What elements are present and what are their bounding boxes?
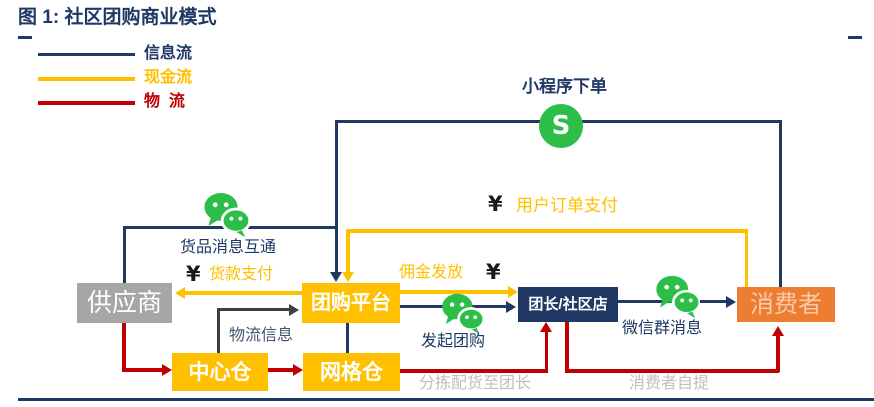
cash-arrowhead-into-leader	[508, 286, 518, 298]
label-mini-program-order: 小程序下单	[522, 77, 607, 96]
info-flow-consumer-vertical	[779, 120, 782, 288]
info-arrowhead-into-leader	[506, 300, 516, 313]
legend-info-label: 信息流	[144, 45, 193, 62]
cash-flow-top-horizontal	[346, 229, 748, 233]
logistics-arrowhead-into-central	[162, 364, 172, 376]
logistics-arrowhead-into-consumer	[771, 326, 784, 336]
legend-logistics-label: 物 流	[144, 93, 185, 110]
wechat-icon	[202, 190, 252, 238]
logistics-arrowhead-into-grid	[293, 364, 303, 376]
yen-symbol-commission: ¥	[486, 260, 501, 284]
label-logistics-info: 物流信息	[229, 327, 294, 344]
cash-flow-platform-supplier-line	[184, 291, 302, 295]
logistics-leader-consumer-vertical	[776, 335, 780, 372]
cash-arrowhead-into-platform	[342, 272, 354, 282]
mini-program-s-glyph: S	[551, 111, 571, 141]
info-flow-platform-vertical	[335, 120, 338, 273]
yen-symbol-user-payment: ¥	[488, 192, 503, 216]
logistics-leader-down-line	[565, 322, 569, 373]
yen-symbol-goods-payment: ¥	[186, 262, 201, 286]
legend-cash-line	[38, 77, 135, 81]
label-goods-payment: 货款支付	[209, 266, 274, 283]
cash-flow-platform-vertical	[346, 229, 350, 273]
logistics-leader-consumer-horizontal	[565, 369, 779, 373]
wechat-icon	[440, 291, 486, 335]
legend-cash-label: 现金流	[144, 69, 193, 86]
node-supplier: 供应商	[77, 283, 172, 323]
bottom-border-line	[18, 398, 874, 401]
wechat-mini-program-icon: S	[539, 104, 583, 148]
figure-title: 图 1: 社区团购商业模式	[18, 7, 217, 28]
title-underline-left	[18, 36, 32, 39]
logistics-arrowhead-into-leader	[540, 322, 552, 332]
label-commission-payout: 佣金发放	[399, 264, 464, 281]
info-arrowhead-into-platform	[330, 272, 342, 282]
logistics-info-arrowhead-into-platform	[289, 303, 299, 316]
logistics-grid-leader-vertical	[544, 331, 548, 372]
info-arrowhead-into-consumer	[726, 295, 736, 308]
logistics-grid-leader-horizontal	[400, 369, 548, 373]
info-flow-platform-gridwarehouse-line	[346, 323, 349, 353]
logistics-supplier-down-line	[122, 323, 126, 371]
cash-flow-consumer-vertical	[744, 229, 748, 287]
cash-arrowhead-into-supplier	[175, 287, 185, 299]
node-consumer: 消费者	[737, 287, 835, 322]
logistics-info-vertical	[217, 308, 220, 353]
title-underline-right	[848, 36, 862, 39]
node-platform: 团购平台	[302, 283, 400, 323]
info-flow-supplier-vertical	[123, 226, 126, 283]
label-user-order-payment: 用户订单支付	[516, 196, 618, 215]
legend-info-line	[38, 53, 135, 56]
logistics-supplier-central-line	[122, 368, 163, 372]
node-grid-warehouse: 网格仓	[303, 353, 400, 391]
node-central-warehouse: 中心仓	[172, 353, 268, 391]
wechat-icon	[654, 273, 702, 319]
label-consumer-self-pickup: 消费者自提	[629, 375, 710, 392]
label-goods-info-exchange: 货品消息互通	[180, 239, 277, 256]
label-wechat-group-message: 微信群消息	[622, 320, 703, 337]
logistics-central-grid-line	[268, 368, 294, 372]
legend-logistics-line	[38, 101, 135, 105]
logistics-info-horizontal	[217, 308, 289, 311]
node-leader: 团长/社区店	[518, 287, 618, 322]
cash-flow-platform-leader-line	[400, 290, 508, 294]
label-initiate-group-buy: 发起团购	[421, 333, 486, 350]
label-sort-deliver-to-leader: 分拣配货至团长	[419, 375, 532, 392]
